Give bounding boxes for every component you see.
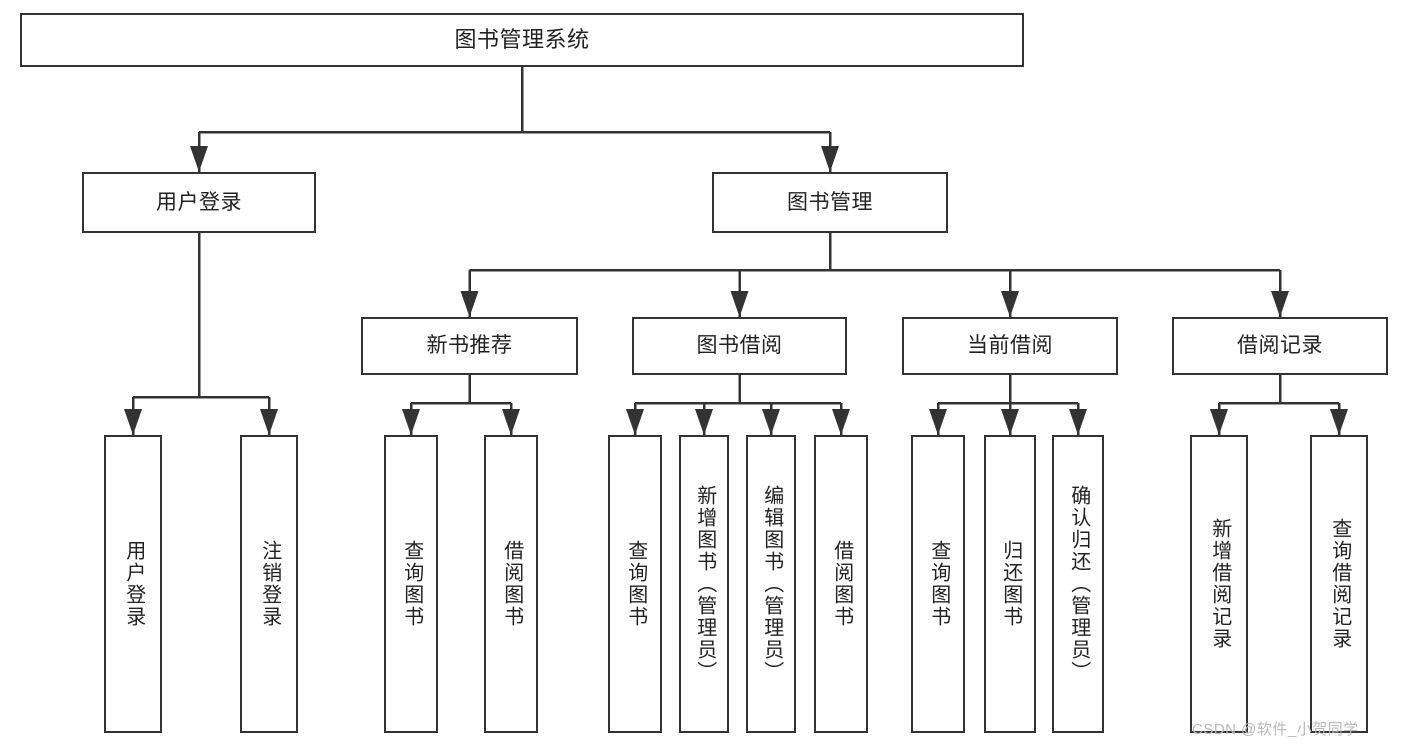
node-leaf-bborrow: 借阅图书 [814,435,868,733]
node-leaf-badd: 新增图书（管理员） [679,435,729,733]
node-label: 用户登录 [122,540,145,628]
arrowhead-leaf-bborrow [832,409,850,435]
node-label: 编辑图书（管理员） [760,485,783,683]
arrowhead-borrow [730,291,749,317]
node-records: 借阅记录 [1172,317,1388,375]
node-label: 借阅图书 [500,540,523,628]
arrowhead-leaf-bedit [762,409,780,435]
node-label: 新书推荐 [426,334,513,358]
node-root: 图书管理系统 [20,13,1024,67]
node-label: 查询图书 [624,540,647,628]
node-leaf-nb-query: 查询图书 [384,435,438,733]
arrowhead-leaf-nb-borrow [502,409,520,435]
node-label: 新增图书（管理员） [693,485,716,683]
arrowhead-leaf-rquery [1330,409,1348,435]
node-label: 用户登录 [156,190,242,214]
csdn-watermark: CSDN @软件_小贺同学 [1192,721,1359,738]
arrowhead-leaf-badd [695,409,713,435]
node-leaf-bedit: 编辑图书（管理员） [746,435,796,733]
node-label: 图书管理系统 [454,26,590,52]
node-leaf-creturn: 归还图书 [984,435,1036,733]
node-label: 确认归还（管理员） [1067,485,1090,683]
arrowhead-leaf-nb-query [402,409,420,435]
node-label: 归还图书 [999,540,1022,628]
node-leaf-login: 用户登录 [104,435,162,733]
node-leaf-cq: 查询图书 [911,435,965,733]
node-label: 查询图书 [400,540,423,628]
node-borrow: 图书借阅 [632,317,847,375]
node-leaf-logout: 注销登录 [240,435,298,733]
node-login: 用户登录 [82,172,316,233]
arrowhead-newbook [460,291,479,317]
node-leaf-cconfirm: 确认归还（管理员） [1052,435,1104,733]
node-label: 图书管理 [787,190,873,214]
arrowhead-leaf-creturn [1001,409,1019,435]
arrowhead-leaf-bq [626,409,644,435]
arrowhead-login [190,146,208,172]
arrowhead-leaf-logout [260,409,278,435]
node-label: 新增借阅记录 [1208,518,1231,650]
arrowhead-bookmgmt [821,146,839,172]
node-label: 图书借阅 [696,334,783,358]
node-leaf-bq: 查询图书 [608,435,662,733]
node-current: 当前借阅 [902,317,1118,375]
node-label: 注销登录 [258,540,281,628]
arrowhead-leaf-login [124,409,142,435]
node-newbook: 新书推荐 [361,317,578,375]
arrowhead-leaf-cq [929,409,947,435]
node-bookmgmt: 图书管理 [712,172,948,233]
node-leaf-rquery: 查询借阅记录 [1310,435,1368,733]
node-label: 借阅图书 [830,540,853,628]
arrowhead-records [1271,291,1289,317]
node-leaf-radd: 新增借阅记录 [1190,435,1248,733]
node-label: 当前借阅 [967,334,1053,358]
node-label: 查询借阅记录 [1328,518,1351,650]
node-label: 查询图书 [927,540,950,628]
arrowhead-leaf-cconfirm [1069,409,1087,435]
node-label: 借阅记录 [1237,334,1323,358]
node-leaf-nb-borrow: 借阅图书 [484,435,538,733]
arrowhead-leaf-radd [1210,409,1228,435]
arrowhead-current [1001,291,1019,317]
